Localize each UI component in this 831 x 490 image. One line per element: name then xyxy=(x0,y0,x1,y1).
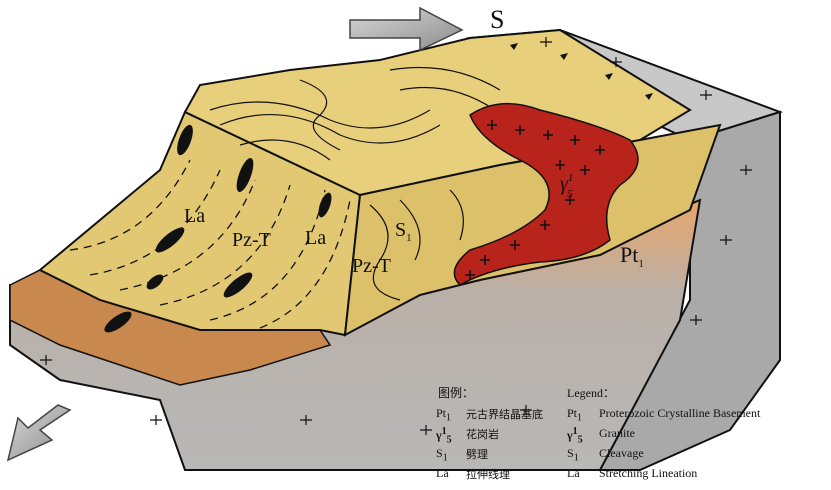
label-la-2: La xyxy=(305,227,326,249)
lineation-lenses xyxy=(104,124,332,333)
direction-label: S xyxy=(490,5,504,34)
legend-symbol-en: S1 xyxy=(567,446,579,464)
legend: 图例： Legend： Pt1 元古界结晶基底 Pt1 Proterozoic … xyxy=(424,384,824,488)
legend-en: Proterozoic Crystalline Basement xyxy=(599,406,761,420)
legend-cn: 花岗岩 xyxy=(466,428,499,441)
legend-en: Cleavage xyxy=(599,446,644,460)
basement-pattern xyxy=(40,37,752,435)
legend-symbol: γ15 xyxy=(436,426,452,446)
legend-title-en: Legend： xyxy=(567,386,615,400)
legend-symbol: Pt1 xyxy=(436,406,452,424)
legend-cn: 元古界结晶基底 xyxy=(466,408,543,421)
legend-symbol-en: La xyxy=(567,466,580,480)
legend-en: Granite xyxy=(599,426,635,440)
legend-cn: 拉伸线理 xyxy=(466,468,510,481)
legend-symbol-en: γ15 xyxy=(567,426,583,446)
legend-symbol-en: Pt1 xyxy=(567,406,583,424)
legend-symbol: S1 xyxy=(436,446,448,464)
legend-row: Pt1 元古界结晶基底 Pt1 Proterozoic Crystalline … xyxy=(424,406,824,424)
granite-body xyxy=(453,102,639,286)
label-pt: Pt1 xyxy=(620,242,644,270)
legend-en: Stretching Lineation xyxy=(599,466,698,480)
legend-row: S1 劈理 S1 Cleavage xyxy=(424,446,824,464)
legend-cn: 劈理 xyxy=(466,448,488,461)
legend-row: γ15 花岗岩 γ15 Granite xyxy=(424,426,824,446)
label-pzt-1: Pz-T xyxy=(232,229,271,251)
granite-crosses xyxy=(465,120,605,280)
top-arrow xyxy=(349,6,464,52)
legend-symbol: La xyxy=(436,466,449,480)
thrust-barbs xyxy=(510,43,653,100)
bottom-arrow xyxy=(6,404,72,462)
label-la-1: La xyxy=(184,205,205,227)
label-s1: S1 xyxy=(395,219,412,244)
legend-row: La 拉伸线理 La Stretching Lineation xyxy=(424,466,824,484)
legend-title-cn: 图例： xyxy=(438,386,475,400)
fold-traces xyxy=(209,66,501,301)
label-pzt-2: Pz-T xyxy=(352,255,391,277)
